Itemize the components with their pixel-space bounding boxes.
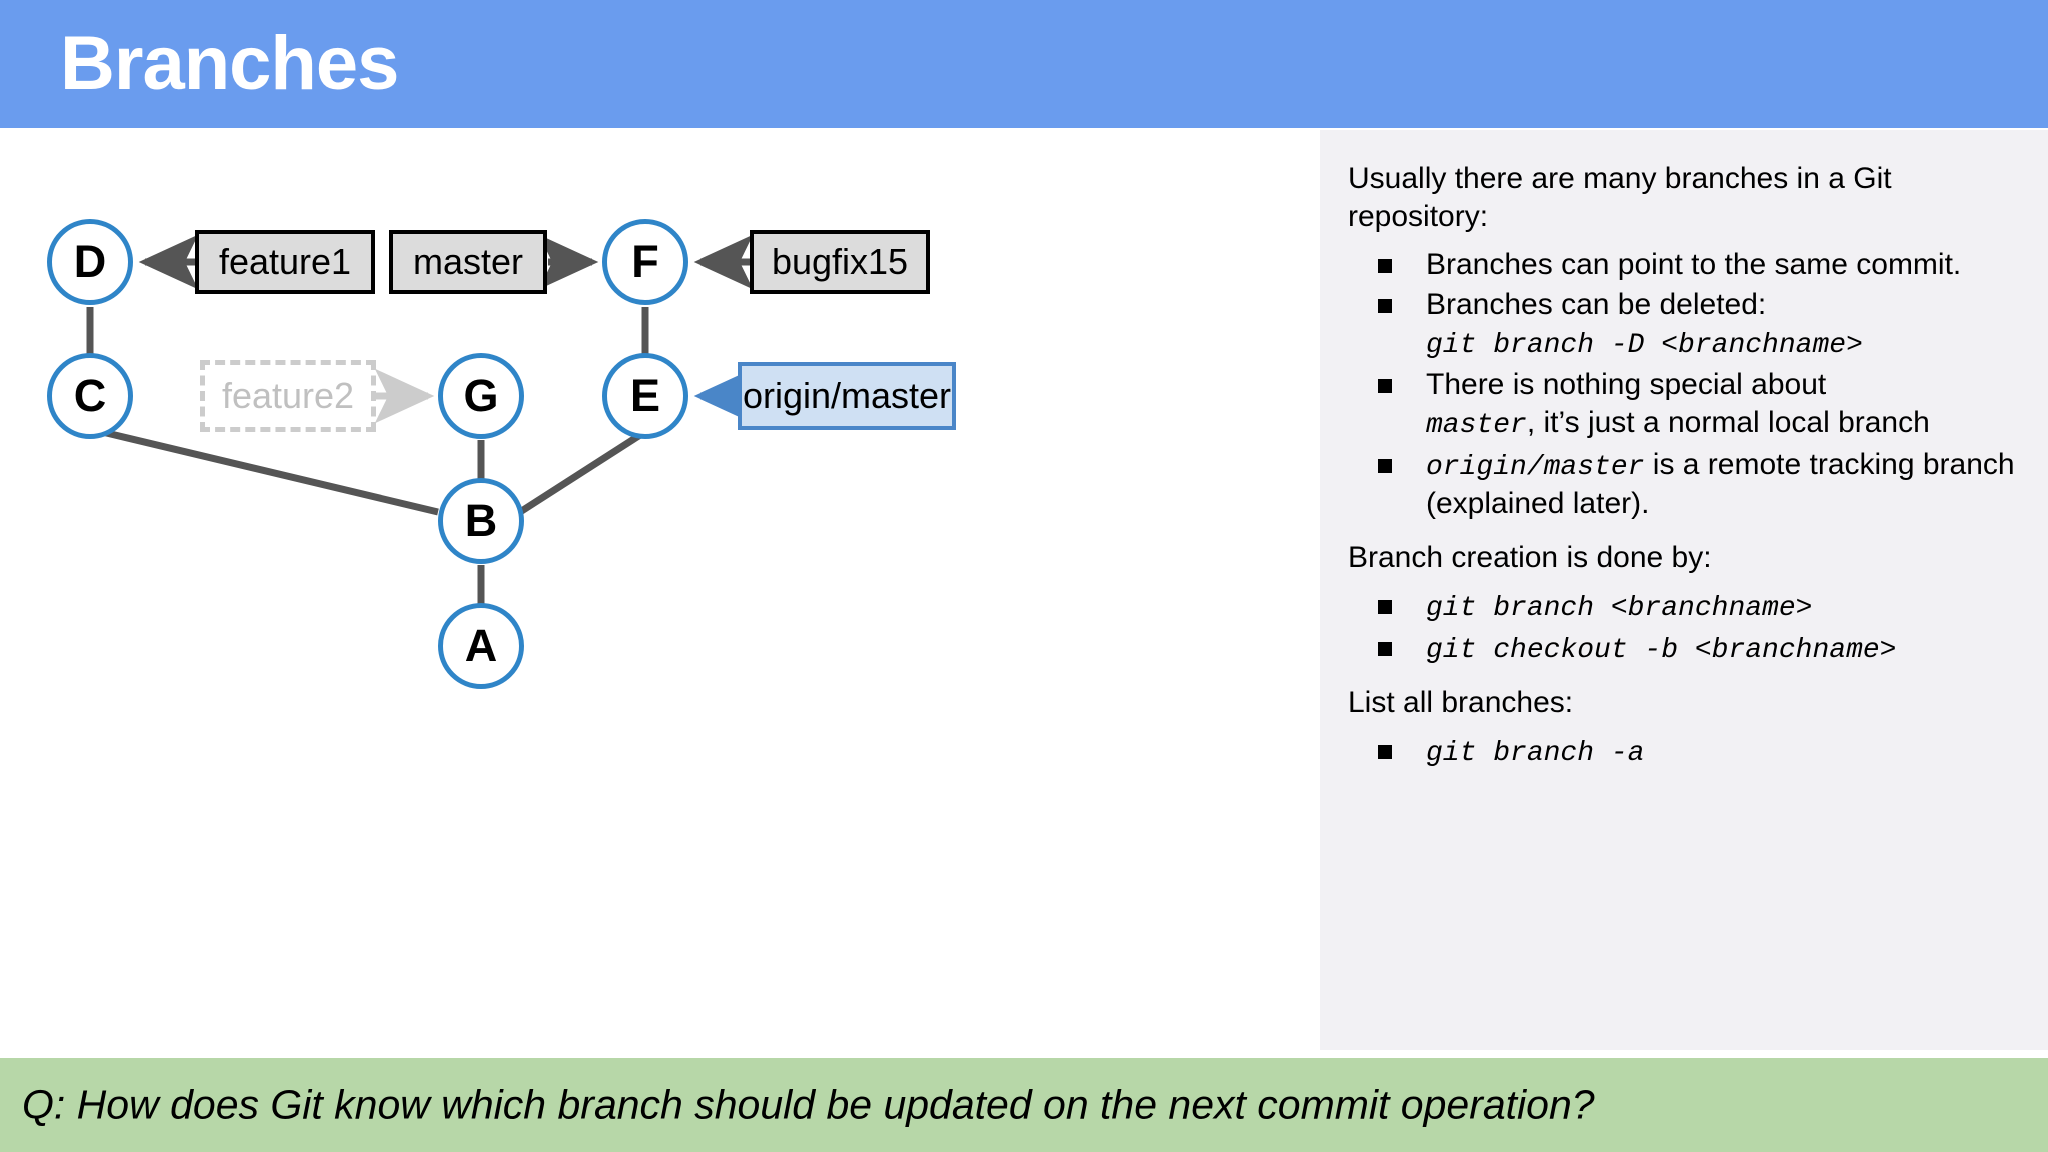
notes-panel: Usually there are many branches in a Git… [1320, 130, 2048, 1050]
commit-node-C[interactable]: C [47, 353, 133, 439]
slide-header: Branches [0, 0, 2048, 128]
square-bullet-icon [1378, 378, 1392, 393]
bullet-code: master [1426, 410, 1527, 442]
list-item: Branches can be deleted: git branch -D <… [1348, 286, 2026, 364]
bullet-text: There is nothing special about [1426, 367, 1827, 401]
list-item: git branch -a [1348, 732, 2026, 772]
bullet-code: origin/master [1426, 451, 1645, 483]
bullet-text: Branches can be deleted: [1426, 288, 1767, 322]
branch-graph-diagram: D F C G E B A feature1 master bugfix15 f… [0, 130, 1320, 1050]
commit-node-F[interactable]: F [602, 219, 688, 305]
list-item: git checkout -b <branchname> [1348, 629, 2026, 669]
notes-bullet-list-3: git branch -a [1348, 732, 2026, 772]
bullet-code: git branch -a [1426, 738, 1645, 770]
notes-bullet-list-1: Branches can point to the same commit. B… [1348, 246, 2026, 523]
square-bullet-icon [1378, 745, 1392, 760]
commit-node-D[interactable]: D [47, 219, 133, 305]
commit-node-B[interactable]: B [438, 478, 524, 564]
square-bullet-icon [1378, 259, 1392, 274]
branch-label-master[interactable]: master [389, 230, 547, 294]
notes-heading-list-branches: List all branches: [1348, 686, 1574, 720]
bullet-text-after: , it’s just a normal local branch [1526, 406, 1930, 440]
notes-bullet-list-2: git branch <branchname> git checkout -b … [1348, 587, 2026, 668]
list-item: There is nothing special about master, i… [1348, 366, 2026, 444]
square-bullet-icon [1378, 600, 1392, 615]
commit-node-E[interactable]: E [602, 353, 688, 439]
branch-label-bugfix15[interactable]: bugfix15 [750, 230, 930, 294]
commit-node-G[interactable]: G [438, 353, 524, 439]
question-bar: Q: How does Git know which branch should… [0, 1058, 2048, 1152]
bullet-text: Branches can point to the same commit. [1426, 248, 1962, 282]
square-bullet-icon [1378, 458, 1392, 473]
branch-label-feature1[interactable]: feature1 [195, 230, 375, 294]
list-item: git branch <branchname> [1348, 587, 2026, 627]
square-bullet-icon [1378, 641, 1392, 656]
bullet-text-after: is a remote tracking branch (explained l… [1426, 447, 2015, 521]
notes-intro: Usually there are many branches in a Git… [1348, 162, 1892, 234]
page-title: Branches [60, 21, 399, 106]
question-text: Q: How does Git know which branch should… [22, 1081, 1595, 1128]
bullet-code: git branch -D <branchname> [1426, 330, 1863, 362]
notes-heading-branch-creation: Branch creation is done by: [1348, 541, 1712, 575]
square-bullet-icon [1378, 299, 1392, 314]
branch-label-origin-master[interactable]: origin/master [738, 362, 956, 430]
commit-node-A[interactable]: A [438, 603, 524, 689]
list-item: origin/master is a remote tracking branc… [1348, 446, 2026, 524]
branch-label-feature2-deleted[interactable]: feature2 [200, 360, 376, 432]
list-item: Branches can point to the same commit. [1348, 246, 2026, 284]
bullet-code: git branch <branchname> [1426, 593, 1813, 625]
bullet-code: git checkout -b <branchname> [1426, 634, 1897, 666]
